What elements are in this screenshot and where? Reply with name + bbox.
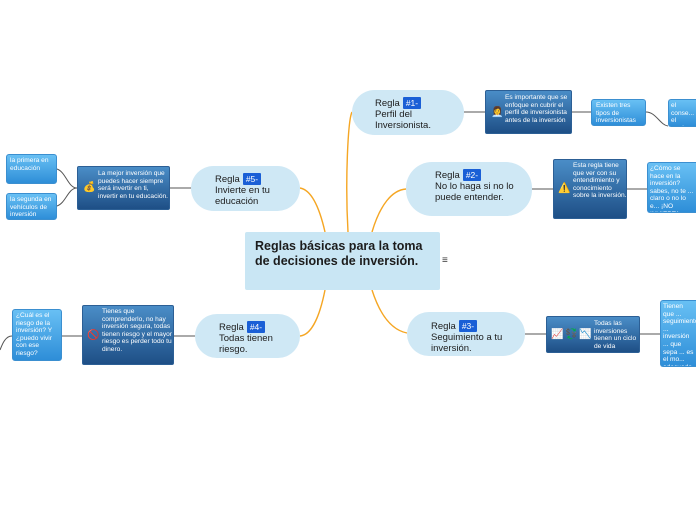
rule-number-badge: #1- bbox=[402, 97, 422, 109]
rule-number-badge: #2- bbox=[462, 169, 482, 181]
chart-increasing-icon: 📈 bbox=[551, 329, 564, 340]
rule-4-topic[interactable]: 🚫 Tienes que comprenderlo, no hay invers… bbox=[82, 305, 174, 365]
rule-number-badge: #3- bbox=[458, 320, 478, 332]
rule-word: Regla bbox=[219, 322, 244, 333]
topic-text: La mejor inversión que puedes hacer siem… bbox=[98, 170, 169, 200]
rule-4-subtopic[interactable]: ¿Cuál es el riesgo de la inversión? Y ¿p… bbox=[12, 309, 62, 361]
rule-5-topic[interactable]: 💰 La mejor inversión que puedes hacer si… bbox=[77, 166, 170, 210]
money-bag-icon: 💰 bbox=[83, 182, 96, 193]
rule-text: No lo haga si no lo puede entender. bbox=[435, 181, 514, 203]
rule-3-subtopic-truncated[interactable]: Tienen que ... seguimiento ... inversión… bbox=[660, 300, 696, 367]
rule-1-subtopic[interactable]: Existen tres tipos de inversionistas bbox=[591, 99, 646, 126]
topic-text: Es importante que se enfoque en cubrir e… bbox=[505, 94, 568, 124]
rule-4-node[interactable]: Regla#4- Todas tienen riesgo. bbox=[195, 314, 300, 358]
topic-text: la primera en educación bbox=[10, 157, 49, 172]
topic-text: ¿Cómo se hace en la inversión? sabes, no… bbox=[650, 165, 694, 212]
rule-5-node[interactable]: Regla#5- Invierte en tu educación bbox=[191, 166, 300, 211]
topic-text: Esta regla tiene que ver con su entendim… bbox=[573, 162, 627, 200]
rule-5-subtopic-education[interactable]: la primera en educación bbox=[6, 154, 57, 184]
rule-word: Regla bbox=[215, 174, 240, 185]
rule-1-node[interactable]: Regla#1- Perfil del Inversionista. bbox=[352, 90, 464, 135]
rule-2-subtopic-truncated[interactable]: ¿Cómo se hace en la inversión? sabes, no… bbox=[647, 162, 696, 213]
topic-text: Tienes que comprenderlo, no hay inversió… bbox=[102, 308, 173, 353]
rule-number-badge: #5- bbox=[242, 173, 262, 185]
central-topic[interactable]: Reglas básicas para la toma de decisione… bbox=[245, 232, 440, 290]
topic-text: la segunda en vehículos de inversión bbox=[10, 196, 52, 219]
rule-number-badge: #4- bbox=[246, 321, 266, 333]
warning-icon: ⚠️ bbox=[558, 183, 571, 194]
rule-word: Regla bbox=[435, 170, 460, 181]
rule-word: Regla bbox=[431, 321, 456, 332]
businesswoman-icon: 👩‍💼 bbox=[491, 107, 504, 118]
rule-1-subtopic-truncated[interactable]: el conse... el mode... el agres... bbox=[668, 99, 696, 127]
rule-word: Regla bbox=[375, 98, 400, 109]
rule-3-topic[interactable]: 📈 💱 📉 Todas las inversiones tienen un ci… bbox=[546, 316, 640, 353]
prohibited-icon: 🚫 bbox=[87, 330, 100, 341]
rule-3-node[interactable]: Regla#3- Seguimiento a tu inversión. bbox=[407, 312, 525, 356]
rule-2-node[interactable]: Regla#2- No lo haga si no lo puede enten… bbox=[406, 162, 532, 216]
topic-text: el conse... el mode... el agres... bbox=[671, 102, 695, 126]
rule-1-topic[interactable]: 👩‍💼 Es importante que se enfoque en cubr… bbox=[485, 90, 572, 134]
rule-text: Invierte en tu educación bbox=[215, 185, 270, 207]
rule-text: Todas tienen riesgo. bbox=[219, 333, 273, 355]
central-title: Reglas básicas para la toma de decisione… bbox=[255, 239, 423, 268]
rule-text: Perfil del Inversionista. bbox=[375, 109, 431, 131]
topic-text: Todas las inversiones tienen un ciclo de… bbox=[594, 320, 637, 350]
menu-icon[interactable]: ≡ bbox=[442, 255, 448, 266]
currency-exchange-icon: 💱 bbox=[565, 329, 578, 340]
rule-text: Seguimiento a tu inversión. bbox=[431, 332, 503, 354]
topic-text: Existen tres tipos de inversionistas bbox=[596, 102, 636, 125]
rule-5-subtopic-vehicles[interactable]: la segunda en vehículos de inversión bbox=[6, 193, 57, 220]
chart-decreasing-icon: 📉 bbox=[579, 329, 592, 340]
topic-text: Tienen que ... seguimiento ... inversión… bbox=[663, 303, 696, 366]
rule-2-topic[interactable]: ⚠️ Esta regla tiene que ver con su enten… bbox=[553, 159, 627, 219]
topic-text: ¿Cuál es el riesgo de la inversión? Y ¿p… bbox=[16, 312, 53, 357]
